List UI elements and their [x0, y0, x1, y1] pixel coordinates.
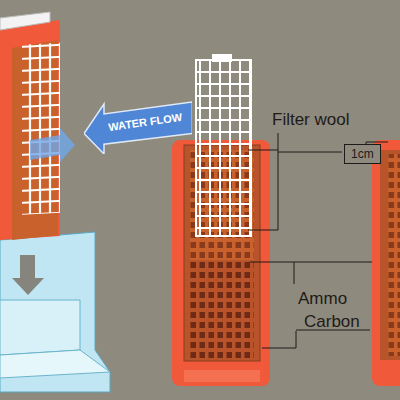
flow-arrow: WATER FLOW [84, 100, 192, 154]
arrow-body [84, 102, 192, 154]
part-label: Carbon [304, 313, 360, 332]
dimension-text: 1cm [351, 147, 374, 161]
part-label: Ammo [298, 290, 347, 309]
part-label: Filter wool [272, 111, 349, 130]
dimension-box: 1cm [344, 144, 381, 164]
left-unit [0, 12, 110, 392]
leader-lines [248, 133, 388, 348]
right-cartridge [372, 140, 400, 386]
